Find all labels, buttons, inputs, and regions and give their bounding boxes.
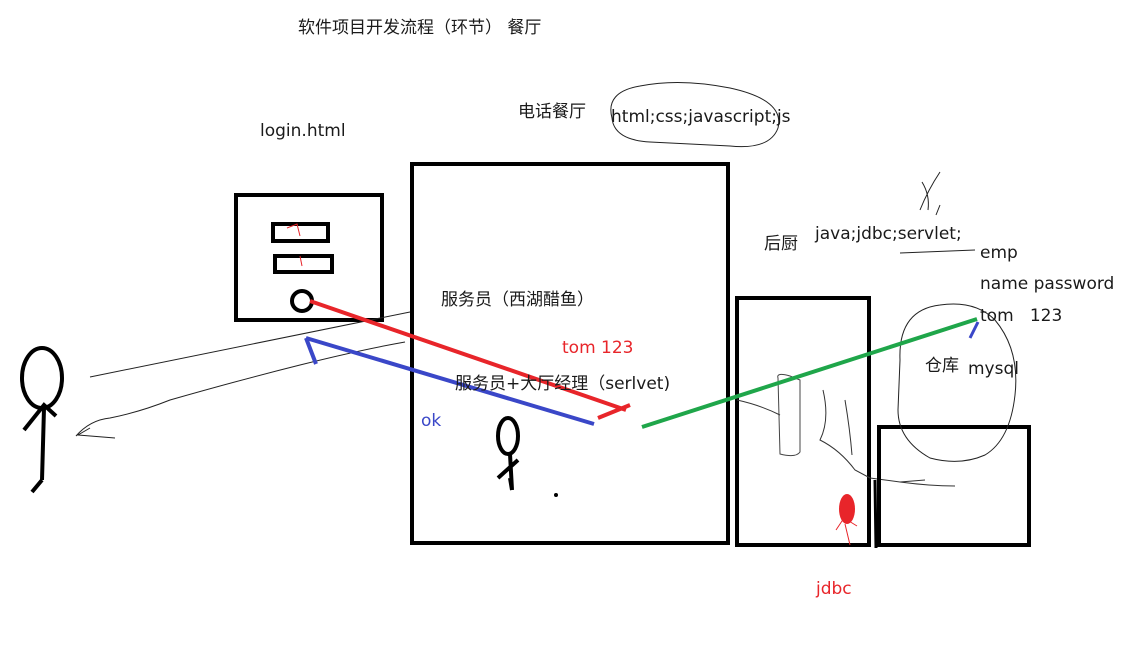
database-box <box>877 425 1031 547</box>
label-tom-request: tom 123 <box>562 338 634 358</box>
jdbc-figure <box>835 494 858 546</box>
db-arrow <box>641 317 978 429</box>
label-backend-tech: java;jdbc;servlet; <box>815 224 962 244</box>
label-table-name: emp <box>980 243 1018 263</box>
kitchen-box <box>735 296 871 547</box>
user-figure <box>20 346 64 494</box>
login-button <box>290 289 314 313</box>
label-frontend-tech: html;css;javascript;js <box>611 107 791 127</box>
username-field <box>271 222 330 243</box>
response-arrow <box>304 336 595 426</box>
label-mysql: mysql <box>968 359 1019 379</box>
kitchen-inner-sketch <box>777 373 801 457</box>
login-page-box <box>234 193 384 322</box>
server-hall-box <box>410 162 730 545</box>
label-phone-restaurant: 电话餐厅 <box>518 102 586 122</box>
backend-scribble <box>899 171 976 254</box>
request-arrow <box>309 299 631 420</box>
label-waiter-servlet: 服务员+大厅经理（serlvet) <box>455 374 671 394</box>
warehouse-cloud <box>897 303 1017 462</box>
label-table-columns: name password <box>980 274 1115 294</box>
password-field <box>273 254 334 274</box>
label-jdbc: jdbc <box>816 579 852 599</box>
diagram-title: 软件项目开发流程（环节） 餐厅 <box>298 18 542 38</box>
label-table-row: tom 123 <box>980 306 1063 326</box>
waiter-figure <box>496 416 520 491</box>
label-warehouse: 仓库 <box>925 356 959 376</box>
label-login-html: login.html <box>260 121 346 141</box>
label-waiter: 服务员（西湖醋鱼） <box>441 290 594 310</box>
frontend-cloud <box>610 81 780 148</box>
label-ok: ok <box>421 411 442 431</box>
user-line <box>89 311 411 378</box>
scribble-mark <box>286 223 303 267</box>
label-kitchen: 后厨 <box>764 234 798 254</box>
